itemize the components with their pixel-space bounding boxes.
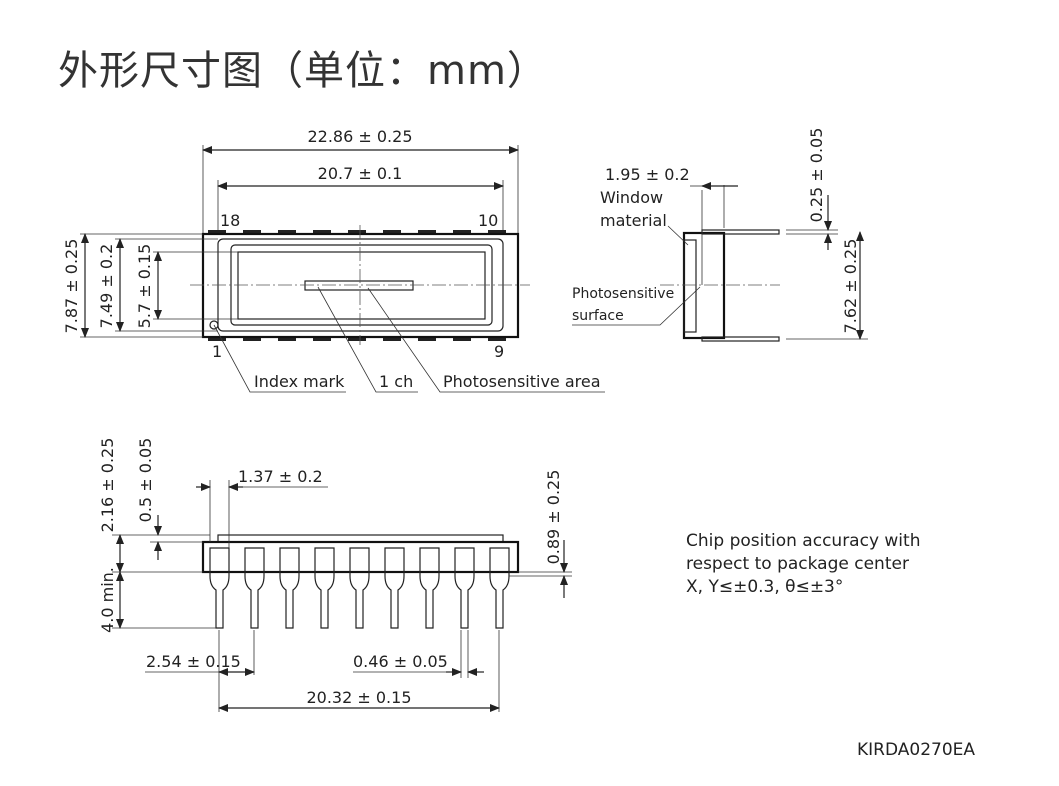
dim-lead-length: 4.0 min. xyxy=(98,567,117,633)
dim-lead-thickness: 0.25 ± 0.05 xyxy=(807,128,826,223)
drawing-code: KIRDA0270EA xyxy=(857,740,976,760)
dim-window-material: 1.95 ± 0.2 xyxy=(605,165,690,184)
dim-window-width: 7.49 ± 0.2 xyxy=(97,244,116,329)
lead-bottom xyxy=(701,336,780,342)
index-mark xyxy=(209,320,219,330)
chip-position-note: Chip position accuracy with respect to p… xyxy=(686,530,920,599)
dim-window-length: 20.7 ± 0.1 xyxy=(318,164,403,183)
page-title: 外形尺寸图（单位：mm） xyxy=(58,48,548,94)
note-line-1: Chip position accuracy with xyxy=(686,531,921,551)
package-body-top xyxy=(201,232,520,339)
pin-1-label: 1 xyxy=(212,342,222,361)
index-mark-label: Index mark xyxy=(254,372,345,391)
top-view: 22.86 ± 0.25 20.7 ± 0.1 xyxy=(62,127,605,393)
dim-overall-length: 22.86 ± 0.25 xyxy=(307,127,412,146)
dim-standoff: 0.89 ± 0.25 xyxy=(544,470,563,565)
pin-18-label: 18 xyxy=(220,211,240,230)
photosensitive-area-label: Photosensitive area xyxy=(443,372,601,391)
dim-lead-span-side: 7.62 ± 0.25 xyxy=(841,239,860,334)
top-pins xyxy=(208,230,506,235)
photosensitive-label: Photosensitive xyxy=(572,286,674,302)
pin-10-label: 10 xyxy=(478,211,498,230)
bottom-pins xyxy=(208,336,506,341)
material-label: material xyxy=(600,211,667,230)
pin-9-label: 9 xyxy=(494,342,504,361)
dim-pitch: 2.54 ± 0.15 xyxy=(146,652,241,671)
window-label: Window xyxy=(600,188,663,207)
window-frame xyxy=(237,251,486,320)
channel-1-label: 1 ch xyxy=(379,372,413,391)
front-leads xyxy=(209,547,510,629)
note-line-2: respect to package center xyxy=(686,554,909,574)
photosensitive-area xyxy=(304,280,414,291)
dim-overall-width: 7.87 ± 0.25 xyxy=(62,239,81,334)
dim-lead-width: 0.46 ± 0.05 xyxy=(353,652,448,671)
dim-window-step: 0.5 ± 0.05 xyxy=(136,438,155,523)
dim-front-height: 2.16 ± 0.25 xyxy=(98,438,117,533)
front-view: 2.16 ± 0.25 0.5 ± 0.05 4.0 min. 1.37 ± 0… xyxy=(98,438,572,712)
dim-window-inner: 5.7 ± 0.15 xyxy=(135,244,154,329)
side-view: 1.95 ± 0.2 Window material Photosensitiv… xyxy=(572,128,868,342)
dim-lead-span-front: 20.32 ± 0.15 xyxy=(306,688,411,707)
package-body-front xyxy=(201,540,520,574)
surface-label: surface xyxy=(572,308,624,324)
dim-lead-shoulder: 1.37 ± 0.2 xyxy=(238,467,323,486)
note-line-3: X, Y≤±0.3, θ≤±3° xyxy=(686,577,844,597)
window-material-layer xyxy=(683,239,697,333)
package-body-side xyxy=(682,231,726,340)
